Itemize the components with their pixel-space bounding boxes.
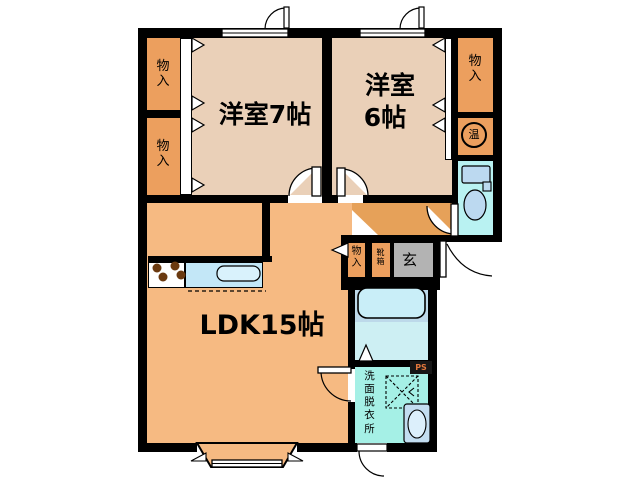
wall <box>433 235 440 284</box>
wall <box>348 400 355 445</box>
bay-window-icon <box>190 442 304 468</box>
storage-left-upper-floor <box>147 37 180 110</box>
storage-left-upper-label: 物入 <box>156 59 170 89</box>
storage-left-lower-label: 物入 <box>156 139 170 169</box>
wall <box>138 28 502 38</box>
wall <box>390 242 394 277</box>
ldk-label: LDK15帖 <box>199 310 325 341</box>
wall <box>341 277 440 290</box>
wall <box>452 155 502 161</box>
pipe-space-label: PS <box>410 361 432 374</box>
closet-doors-right-strip <box>445 38 452 160</box>
wall <box>138 28 147 452</box>
storage-genkan-floor <box>348 243 365 277</box>
wall <box>452 112 502 118</box>
closet-doors-left-strip <box>180 38 192 195</box>
genkan-floor <box>394 243 433 277</box>
room7-label: 洋室7帖 <box>218 100 312 129</box>
wall <box>138 195 288 203</box>
storage-genkan-label: 物入 <box>351 246 362 269</box>
wall <box>363 195 452 203</box>
back-door-icon <box>356 443 388 477</box>
wall <box>341 235 348 284</box>
bathroom-floor <box>355 322 428 360</box>
entrance-door-icon <box>439 240 493 278</box>
room6-label-line1: 洋室 <box>364 71 415 100</box>
washroom-label: 洗面脱衣所 <box>364 370 375 435</box>
storage-right-label: 物入 <box>468 54 482 84</box>
storage-right-floor <box>458 37 493 112</box>
wall <box>348 283 355 370</box>
wall <box>322 28 332 203</box>
wall <box>387 443 437 452</box>
stove-section <box>148 262 185 288</box>
wall <box>138 110 180 118</box>
wall <box>365 242 372 277</box>
kitchen-counter-edge <box>148 256 272 262</box>
room6-label-line2: 6帖 <box>363 103 407 132</box>
wall <box>428 277 437 452</box>
wall <box>262 203 270 262</box>
genkan-label: 玄 <box>402 251 418 269</box>
shoe-box-floor <box>372 243 390 277</box>
kitchen-counter <box>185 262 263 288</box>
toilet-room-floor <box>458 161 493 235</box>
wall <box>341 235 440 243</box>
hall-floor <box>352 203 452 235</box>
wall <box>355 360 428 367</box>
wall <box>440 235 502 242</box>
storage-left-lower-floor <box>147 118 180 195</box>
wall <box>493 28 502 242</box>
shoe-box-label: 靴箱 <box>376 248 385 267</box>
water-heater-icon: 温 <box>461 122 487 148</box>
wall <box>138 443 197 452</box>
ldk-floor <box>147 203 352 443</box>
wall <box>297 443 357 452</box>
